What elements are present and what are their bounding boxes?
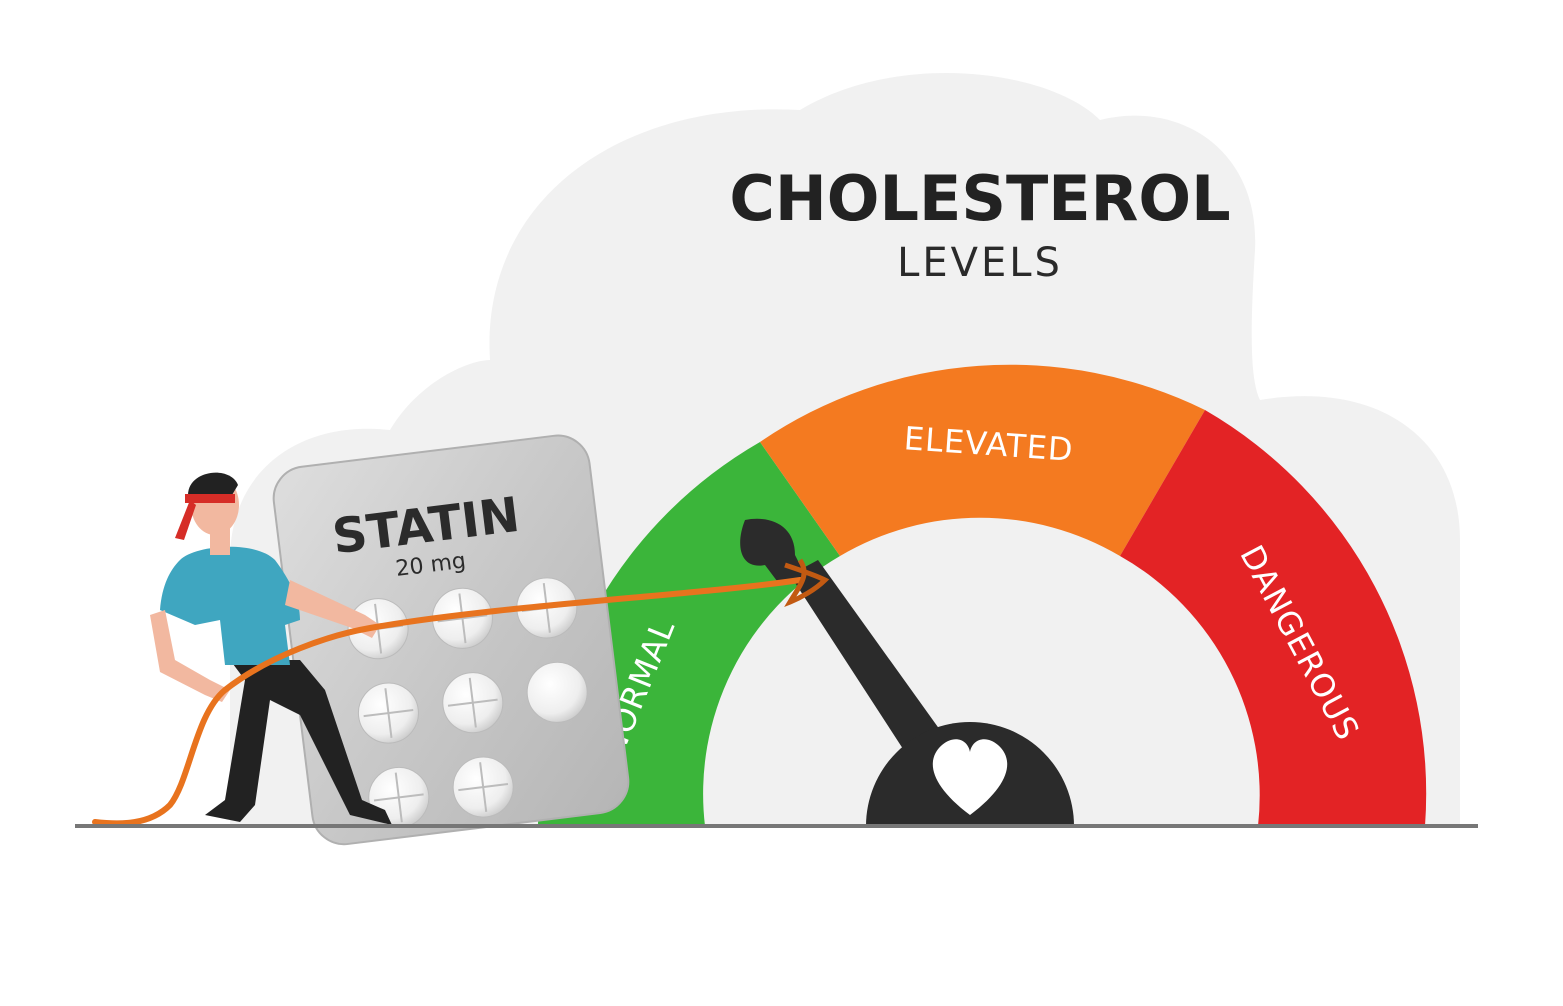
gauge-zone-elevated — [760, 364, 1205, 556]
person-shirt — [160, 546, 300, 665]
rope — [92, 558, 830, 827]
pill — [526, 661, 588, 723]
rope-knot — [784, 558, 830, 608]
page-title: CHOLESTEROL — [729, 162, 1230, 235]
pill-pack: STATIN 20 mg — [272, 434, 630, 846]
person — [150, 472, 392, 825]
headband — [185, 494, 235, 503]
heart-icon — [932, 739, 1008, 815]
rope-line — [92, 577, 803, 827]
gauge-zone-dangerous — [1120, 410, 1427, 826]
gauge-needle — [740, 518, 1074, 826]
needle-shaft — [790, 560, 940, 752]
person-legs — [205, 660, 392, 825]
headband-tail — [175, 500, 196, 540]
person-hair — [188, 472, 238, 500]
person-arm-right — [285, 580, 380, 638]
person-arm-left — [150, 610, 230, 702]
page-subtitle: LEVELS — [897, 240, 1063, 286]
